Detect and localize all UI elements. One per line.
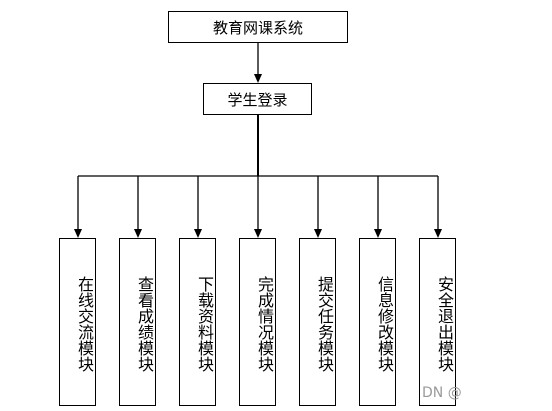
root-node: 教育网课系统 — [168, 11, 348, 43]
module-arrowhead — [434, 229, 442, 238]
root-node-label: 教育网课系统 — [212, 18, 303, 37]
module-label: 查看成绩模块 — [135, 275, 154, 372]
module-node-exchange: 在线交流模块 — [59, 238, 96, 406]
module-arrowhead — [74, 229, 82, 238]
module-label: 信息修改模块 — [375, 275, 394, 372]
module-node-grades: 查看成绩模块 — [119, 238, 156, 406]
module-node-info: 信息修改模块 — [359, 238, 396, 406]
module-arrowhead — [134, 229, 142, 238]
module-arrowhead — [374, 229, 382, 238]
module-label: 在线交流模块 — [75, 275, 94, 372]
module-node-submit: 提交任务模块 — [299, 238, 336, 406]
module-label: 提交任务模块 — [315, 275, 334, 372]
module-arrowhead — [194, 229, 202, 238]
login-node: 学生登录 — [203, 83, 312, 115]
module-arrowhead — [254, 229, 262, 238]
watermark-text: DN @ — [422, 385, 462, 401]
module-label: 下载资料模块 — [195, 275, 214, 372]
module-node-logout: 安全退出模块 — [419, 238, 456, 406]
module-label: 完成情况模块 — [255, 275, 274, 372]
login-node-label: 学生登录 — [227, 90, 288, 109]
module-node-status: 完成情况模块 — [239, 238, 276, 406]
root-login-arrowhead — [254, 74, 262, 83]
module-label: 安全退出模块 — [435, 275, 454, 372]
module-arrowhead — [314, 229, 322, 238]
module-node-download: 下载资料模块 — [179, 238, 216, 406]
